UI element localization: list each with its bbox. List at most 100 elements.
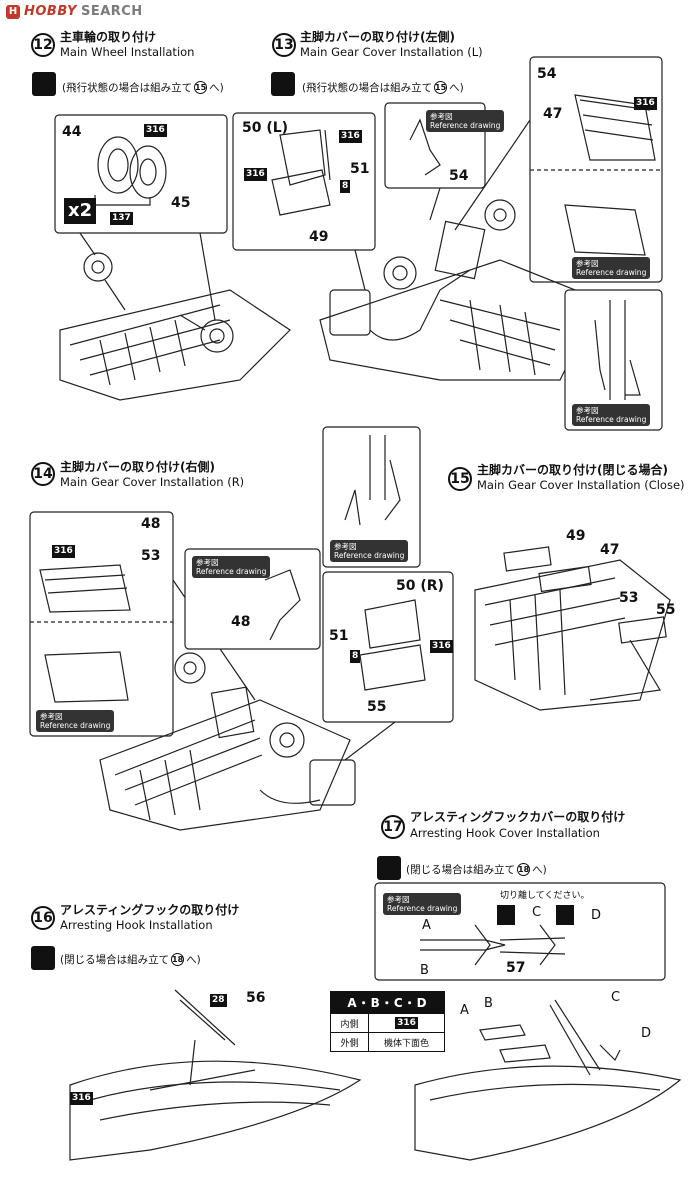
color-table-row-value: 316	[368, 1013, 445, 1033]
step-14-number: 14	[31, 462, 55, 486]
reference-label-jp: 参考図	[430, 112, 453, 121]
part-49: 49	[309, 229, 329, 245]
paint-316: 316	[70, 1092, 93, 1105]
part-53: 53	[141, 548, 161, 564]
part-47: 47	[600, 542, 620, 558]
step-12-note-text: (飛行状態の場合は組み立て	[62, 82, 193, 94]
part-55: 55	[367, 699, 387, 715]
step-13-number: 13	[272, 33, 296, 57]
step-17-number: 17	[381, 815, 405, 839]
part-53: 53	[619, 590, 639, 606]
paint-316: 316	[430, 640, 453, 653]
step14-assembly	[99, 652, 356, 831]
paint-8: 8	[340, 180, 351, 193]
step15-assembly	[474, 546, 671, 711]
part-51: 51	[350, 161, 370, 177]
cut-mark-icon	[497, 905, 515, 925]
label-a: A	[460, 1003, 469, 1018]
paint-28: 28	[210, 994, 227, 1007]
step12-callout	[54, 114, 228, 321]
watermark-logo-icon: H	[6, 4, 20, 19]
color-table-row-value: 機体下面色	[368, 1032, 445, 1052]
reference-label-jp: 参考図	[387, 895, 410, 904]
reference-label-en: Reference drawing	[387, 904, 458, 913]
quantity-x2: x2	[64, 198, 97, 224]
step-12-title-jp: 主車輪の取り付け	[60, 30, 157, 44]
step-16-number: 16	[31, 906, 55, 930]
label-d: D	[641, 1026, 652, 1041]
reference-drawing-badge: 参考図 Reference drawing	[426, 110, 505, 132]
label-a: A	[422, 918, 431, 933]
label-c: C	[611, 990, 621, 1005]
step14-callout-right	[322, 571, 454, 761]
step-12-number: 12	[31, 33, 55, 57]
paint-316: 316	[244, 168, 267, 181]
part-50-right: 50 (R)	[396, 578, 444, 594]
step13-assembly	[319, 199, 601, 381]
step-14-title-jp: 主脚カバーの取り付け(右側)	[60, 460, 215, 474]
part-54: 54	[449, 168, 469, 184]
reference-drawing-badge: 参考図 Reference drawing	[192, 556, 271, 578]
label-b: B	[484, 996, 493, 1011]
cut-note: 切り離してください。	[500, 891, 590, 901]
step14-ref-top	[322, 426, 421, 568]
step-ref-15: 15	[434, 81, 448, 94]
pencil-tip-icon	[32, 72, 56, 96]
paint-8: 8	[350, 650, 361, 663]
part-57: 57	[506, 960, 526, 976]
step-ref-15: 15	[194, 81, 208, 94]
reference-drawing-badge: 参考図 Reference drawing	[383, 893, 462, 915]
step-16-note-end: へ)	[186, 954, 201, 966]
step-17-note-end: へ)	[532, 864, 547, 876]
paint-316: 316	[144, 124, 167, 137]
step-17-note-text: (閉じる場合は組み立て	[406, 864, 516, 876]
reference-label-en: Reference drawing	[196, 567, 267, 576]
step12-fuselage-drawing	[59, 252, 291, 401]
part-49: 49	[566, 528, 586, 544]
step-13-note-text: (飛行状態の場合は組み立て	[302, 82, 433, 94]
paint-316: 316	[52, 545, 75, 558]
cut-mark-icon	[556, 905, 574, 925]
label-d: D	[591, 908, 602, 923]
pencil-tip-icon	[31, 946, 55, 970]
label-c: C	[532, 905, 542, 920]
part-56: 56	[246, 990, 266, 1006]
step13-callout-right	[454, 56, 663, 283]
part-48: 48	[231, 614, 251, 630]
reference-label-jp: 参考図	[196, 558, 219, 567]
reference-label-en: Reference drawing	[576, 268, 647, 277]
reference-label-en: Reference drawing	[430, 121, 501, 130]
reference-drawing-badge: 参考図 Reference drawing	[572, 404, 651, 426]
step-12-note-end: へ)	[209, 82, 224, 94]
watermark-search: SEARCH	[80, 4, 143, 19]
reference-drawing-badge: 参考図 Reference drawing	[36, 710, 115, 732]
step14-callout-left	[29, 511, 256, 737]
step-17-title-jp: アレスティングフックカバーの取り付け	[410, 810, 626, 824]
paint-137: 137	[110, 212, 133, 225]
color-table-row-label: 外側	[330, 1032, 369, 1052]
reference-label-en: Reference drawing	[334, 551, 405, 560]
paint-316: 316	[395, 1016, 418, 1029]
step-14-title-en: Main Gear Cover Installation (R)	[60, 475, 245, 489]
step-16-title-jp: アレスティングフックの取り付け	[60, 903, 240, 917]
part-50-left: 50 (L)	[242, 120, 289, 136]
step16-assembly	[69, 989, 362, 1161]
part-47: 47	[543, 106, 563, 122]
step17-assembly	[414, 999, 682, 1161]
part-55: 55	[656, 602, 676, 618]
step-13-title-jp: 主脚カバーの取り付け(左側)	[300, 30, 455, 44]
step-ref-18: 18	[517, 863, 531, 876]
reference-label-jp: 参考図	[576, 259, 599, 268]
watermark-brand: HOBBY	[24, 4, 77, 19]
step-16-note-text: (閉じる場合は組み立て	[60, 954, 170, 966]
step-13-note-end: へ)	[449, 82, 464, 94]
reference-label-jp: 参考図	[40, 712, 63, 721]
step-15-number: 15	[448, 467, 472, 491]
reference-drawing-badge: 参考図 Reference drawing	[330, 540, 409, 562]
reference-label-en: Reference drawing	[576, 415, 647, 424]
